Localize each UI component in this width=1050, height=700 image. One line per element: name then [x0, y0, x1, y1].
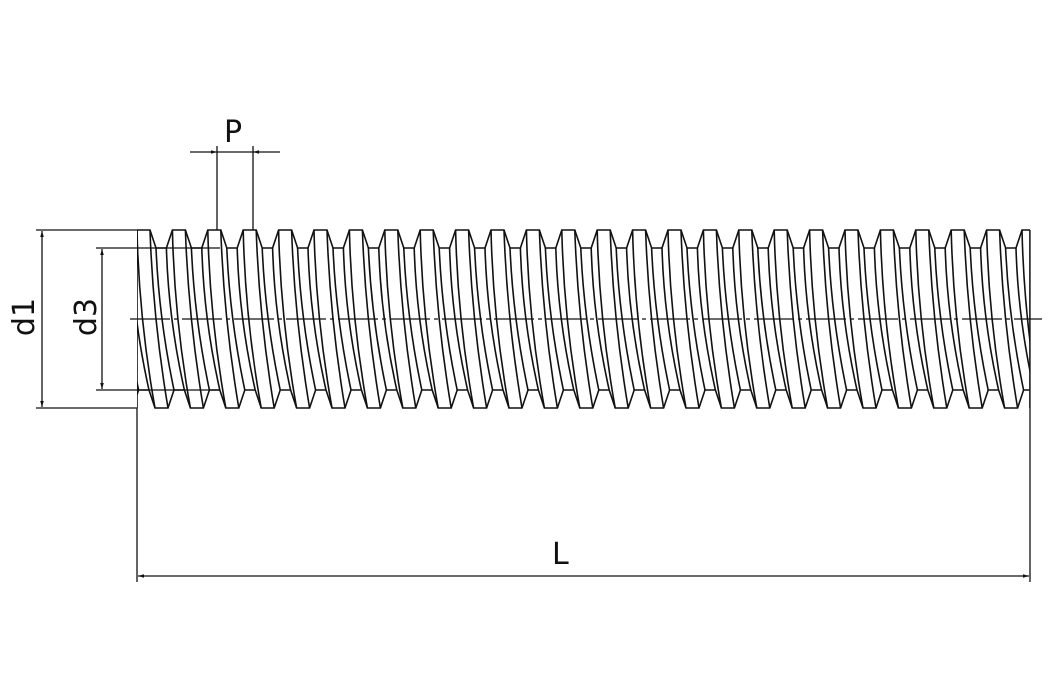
- length-label: L: [552, 537, 569, 572]
- pitch-label: P: [224, 115, 243, 150]
- outer-diameter-label: d1: [7, 297, 43, 337]
- core-diameter-label: d3: [69, 297, 105, 337]
- dimension-lines: [36, 146, 1042, 582]
